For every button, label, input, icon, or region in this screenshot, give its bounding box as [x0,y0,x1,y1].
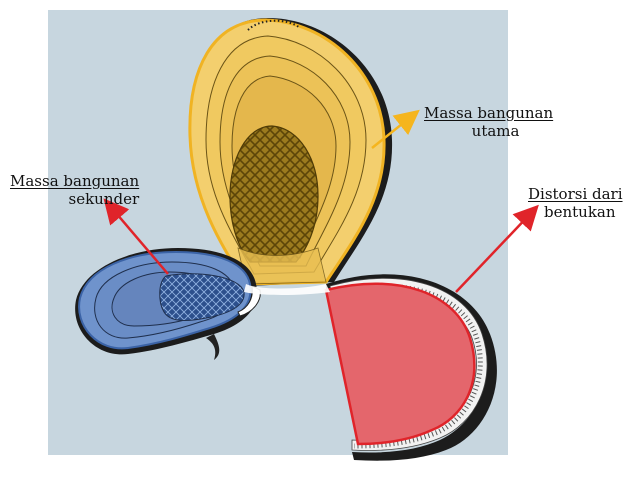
label-distortion: Distorsi dari bentukan [528,185,623,221]
label-secondary-mass-line2: sekunder [10,190,139,208]
label-main-mass-line2: utama [424,122,553,140]
label-secondary-mass: Massa bangunan sekunder [10,172,139,208]
label-main-mass: Massa bangunan utama [424,104,553,140]
label-distortion-line2: bentukan [528,203,623,221]
label-main-mass-line1: Massa bangunan [424,104,553,122]
main-mass-lattice-core [230,126,318,262]
label-distortion-line1: Distorsi dari [528,185,623,203]
label-secondary-mass-line1: Massa bangunan [10,172,139,190]
